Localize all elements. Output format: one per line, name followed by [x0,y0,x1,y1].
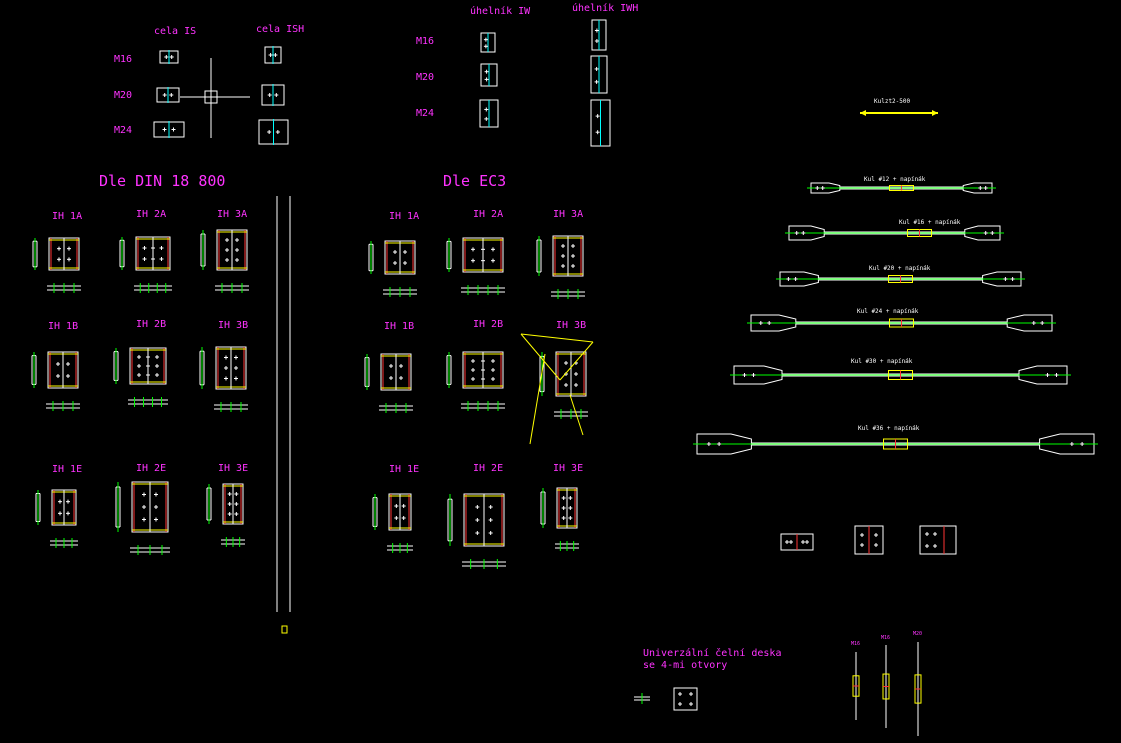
title-din: Dle DIN 18 800 [99,172,226,190]
din-label-ih2b: IH 2B [136,319,167,330]
ec3-label-ih2e: IH 2E [473,463,504,474]
rod-16-fork-right [964,225,1001,241]
arrow-head-left [860,110,866,116]
title-ec3: Dle EC3 [443,172,507,190]
ec3-label-ih1b: IH 1B [384,321,415,332]
rod-30-fork-right [1018,365,1068,385]
ec3-ih3b-guide [569,394,584,436]
rod-20-fork-right [982,271,1022,287]
rod-label-24: Kul #24 + napínák [857,308,919,315]
rod-label-16: Kul #16 + napínák [899,219,961,226]
rod-label-36: Kul #36 + napínák [858,425,920,432]
rod-label-12: Kul #12 + napínák [864,176,926,183]
arrow-head-right [932,110,938,116]
rod-label-30: Kul #30 + napínák [851,358,913,365]
label-bolt-m20-a: M20 [114,90,133,101]
endplate-3 [919,525,957,555]
label-bolt-m16-a: M16 [114,54,133,65]
label-cela-is: cela IS [154,26,197,37]
din-label-ih3e: IH 3E [218,463,249,474]
ec3-ih3b-guide [529,353,546,445]
label-uhelnik-iw: úhelník IW [470,6,531,17]
ec3-label-ih2a: IH 2A [473,209,504,220]
label-uhelnik-iwh: úhelník IWH [572,3,639,14]
ec3-label-ih3e: IH 3E [553,463,584,474]
plate-note-line2: se 4-mi otvory [643,660,728,671]
rod-24-fork-left [750,314,797,332]
ec3-label-ih3a: IH 3A [553,209,584,220]
din-label-ih1b: IH 1B [48,321,79,332]
plate-note-line1: Univerzální čelní deska [643,648,782,659]
label-cela-ish: cela ISH [256,24,305,35]
ec3-label-ih1a: IH 1A [389,211,420,222]
din-label-ih2e: IH 2E [136,463,167,474]
label-bolt-m16-b: M16 [416,36,435,47]
din-label-ih2a: IH 2A [136,209,167,220]
divider-marker [281,625,288,634]
din-label-ih1a: IH 1A [52,211,83,222]
crosshair-box [204,90,218,104]
label-bolt-m24-a: M24 [114,125,133,136]
din-label-ih3b: IH 3B [218,320,249,331]
ec3-label-ih1e: IH 1E [389,464,420,475]
rod-12-fork-right [962,182,993,194]
rod-12-fork-left [810,182,841,194]
din-label-ih1e: IH 1E [52,464,83,475]
rod-36-fork-right [1039,433,1095,455]
small-bolt-label-3: M20 [913,631,923,637]
rod-label-20: Kul #20 + napínák [869,265,931,272]
ec3-ih3b-guide [520,333,561,381]
small-bolt-label-2: M16 [881,635,891,641]
label-bolt-m20-b: M20 [416,72,435,83]
label-bolt-m24-b: M24 [416,108,435,119]
ec3-ih3b-guide [520,333,594,343]
ec3-label-ih3b: IH 3B [556,320,587,331]
rod-20-fork-left [779,271,819,287]
small-bolt-label-1: M16 [851,641,861,647]
din-label-ih3a: IH 3A [217,209,248,220]
rod-16-fork-left [788,225,825,241]
rod-30-fork-left [733,365,783,385]
rod-top-label: Kulzt2-500 [874,98,911,105]
rod-36-fork-left [696,433,752,455]
ec3-ih3b-guide [559,341,594,381]
rod-24-fork-right [1006,314,1053,332]
universal-plate [673,687,698,711]
ec3-label-ih2b: IH 2B [473,319,504,330]
